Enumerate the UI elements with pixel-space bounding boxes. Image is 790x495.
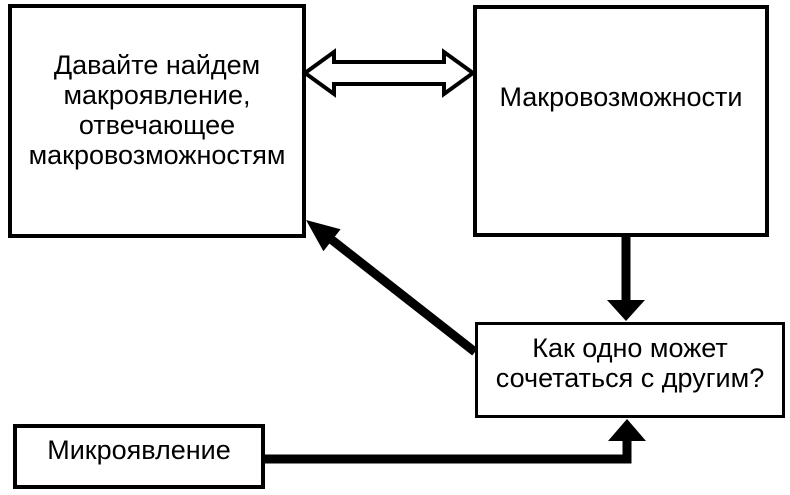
label-line: сочетаться с другим? [495,363,765,393]
box-micro-phenomenon-label: Микроявление [47,435,231,465]
box-find-macro: Давайте найдем макроявление, отвечающее … [8,4,306,238]
box-macro-opportunities-label: Макровозможности [500,82,743,112]
box-find-macro-label: Давайте найдем макроявление, отвечающее … [29,50,286,170]
label-line: макровозможностям [28,140,286,170]
down-arrow-icon [607,237,645,321]
box-how-combine-label: Как одно может сочетаться с другим? [496,333,764,393]
diagonal-arrow-icon [306,220,478,356]
elbow-arrow-icon [265,419,646,464]
label-line: макроявление, [63,80,251,110]
box-micro-phenomenon: Микроявление [13,424,265,489]
label-line: Макровозможности [499,82,743,112]
label-line: отвечающее [78,110,236,140]
label-line: Как одно может [532,333,728,363]
label-line: Микроявление [47,434,231,465]
label-line: Давайте найдем [53,50,261,80]
box-macro-opportunities: Макровозможности [473,5,769,237]
box-how-combine: Как одно может сочетаться с другим? [475,322,785,418]
bidirectional-arrow-icon [301,48,477,98]
